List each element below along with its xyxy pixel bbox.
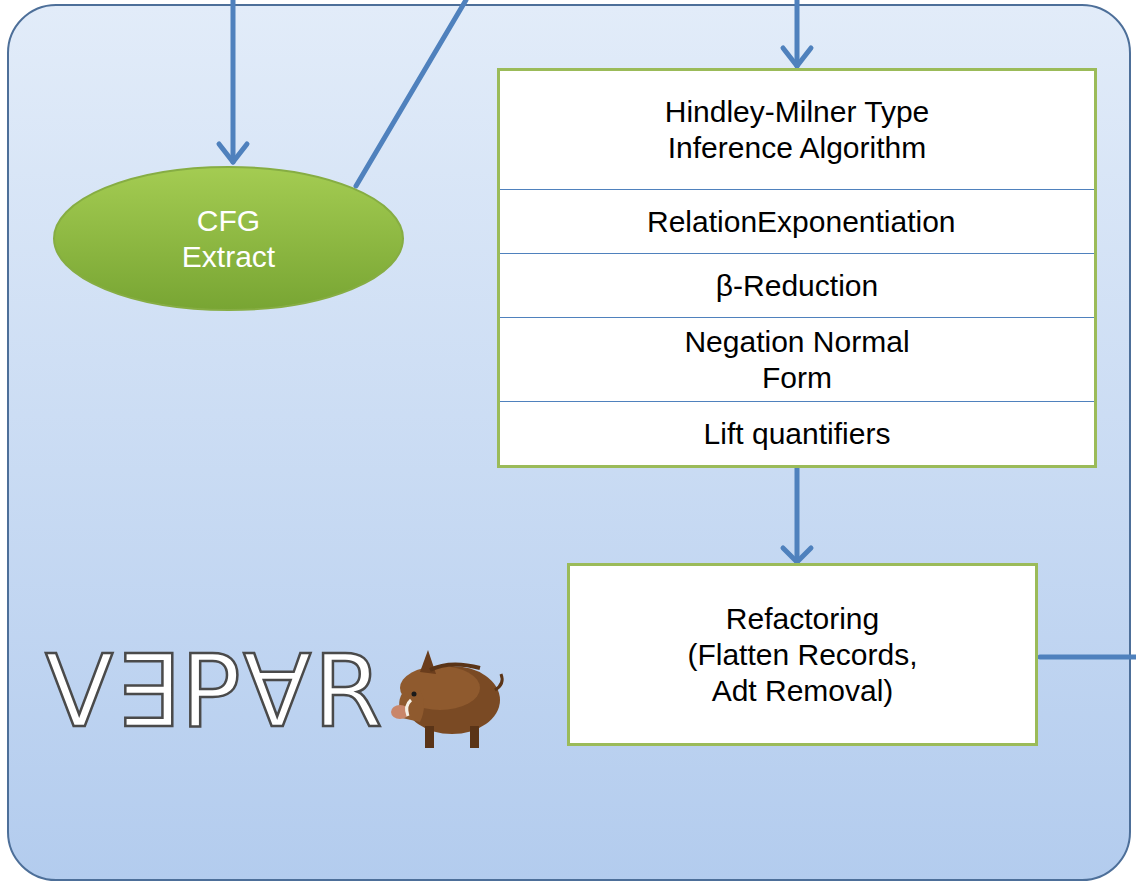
- stage-label: β-Reduction: [716, 268, 878, 304]
- node-label: Refactoring (Flatten Records, Adt Remova…: [680, 601, 925, 709]
- node-label: CFG Extract: [169, 203, 289, 275]
- flow-arrow: [783, 468, 811, 562]
- stage-label: RelationExponentiation: [647, 204, 947, 240]
- connector-line: [795, 468, 800, 562]
- boar-mascot: [391, 650, 502, 748]
- outgoing-line: [356, 0, 466, 186]
- ellipse-shape: [52, 165, 405, 312]
- stage-row: Lift quantifiers: [500, 401, 1094, 465]
- arrow-head: [219, 144, 247, 162]
- arrow-head: [783, 548, 811, 562]
- stage-row: Negation Normal Form: [500, 317, 1094, 401]
- ellipse-outline: [54, 167, 403, 310]
- system-panel: [8, 5, 1130, 880]
- stage-label: Lift quantifiers: [704, 416, 891, 452]
- stage-row: RelationExponentiation: [500, 189, 1094, 253]
- process-box: Refactoring (Flatten Records, Adt Remova…: [567, 563, 1038, 746]
- stage-row: Hindley-Milner Type Inference Algorithm: [500, 71, 1094, 189]
- stage-row: β-Reduction: [500, 253, 1094, 317]
- logo-text: V∃P∀R: [45, 642, 385, 742]
- outgoing-line: [1040, 655, 1136, 660]
- stage-stack: Hindley-Milner Type Inference AlgorithmR…: [497, 68, 1097, 468]
- stage-label: Negation Normal Form: [647, 324, 947, 396]
- arrow-head: [783, 48, 811, 66]
- stage-label: Hindley-Milner Type Inference Algorithm: [647, 94, 947, 166]
- incoming-arrow: [231, 0, 236, 162]
- process-ellipse: CFG Extract: [52, 165, 405, 312]
- incoming-arrow: [795, 0, 800, 66]
